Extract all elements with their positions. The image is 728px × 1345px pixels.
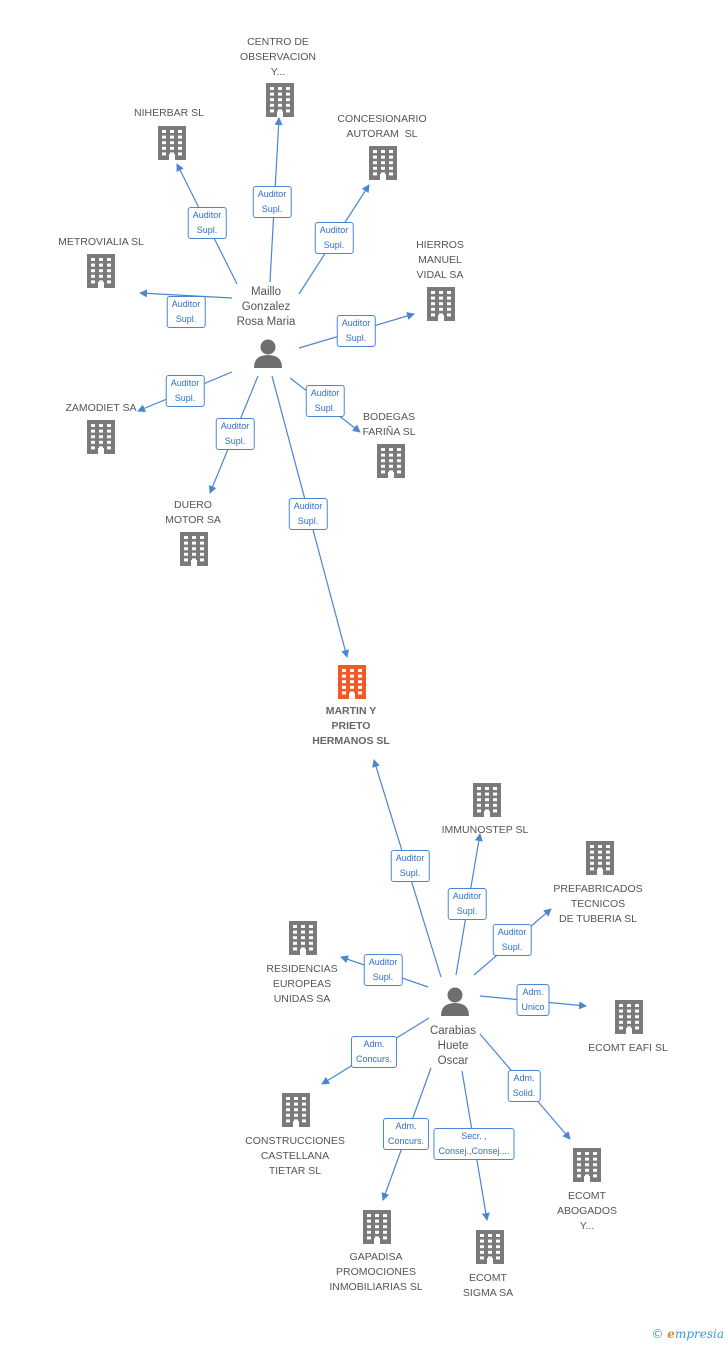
node-label-metrovialia[interactable]: METROVIALIA SL: [58, 236, 144, 248]
edge-label-carabias-ecomt_eafi[interactable]: Adm. Unico: [516, 984, 550, 1016]
edge-label-carabias-gapadisa[interactable]: Adm. Concurs.: [382, 1118, 430, 1150]
node-label-duero[interactable]: DUERO MOTOR SA: [165, 499, 221, 526]
building-icon-residencias[interactable]: [289, 921, 317, 955]
building-icon-construcciones[interactable]: [282, 1093, 310, 1127]
node-label-zamodiet[interactable]: ZAMODIET SA: [65, 402, 137, 414]
building-icon-prefabricados[interactable]: [586, 841, 614, 875]
edge-label-maillo-bodegas[interactable]: Auditor Supl.: [305, 385, 345, 417]
node-label-gapadisa[interactable]: GAPADISA PROMOCIONES INMOBILIARIAS SL: [329, 1251, 423, 1293]
edge-label-maillo-niherbar[interactable]: Auditor Supl.: [187, 207, 227, 239]
edge-label-maillo-metrovialia[interactable]: Auditor Supl.: [166, 296, 206, 328]
building-icon-ecomt_abogados[interactable]: [573, 1148, 601, 1182]
building-icon-martin[interactable]: [338, 665, 366, 699]
edge-label-carabias-martin[interactable]: Auditor Supl.: [390, 850, 430, 882]
node-label-ecomt_abogados[interactable]: ECOMT ABOGADOS Y...: [556, 1190, 618, 1232]
node-label-niherbar[interactable]: NIHERBAR SL: [133, 107, 205, 119]
node-label-carabias[interactable]: Carabias Huete Oscar: [429, 1025, 477, 1067]
building-icon-gapadisa[interactable]: [363, 1210, 391, 1244]
building-icon-hierros[interactable]: [427, 287, 455, 321]
building-icon-metrovialia[interactable]: [87, 254, 115, 288]
building-icon-centro[interactable]: [266, 83, 294, 117]
edge-label-maillo-zamodiet[interactable]: Auditor Supl.: [165, 375, 205, 407]
person-icon-carabias[interactable]: [441, 987, 469, 1017]
node-label-bodegas[interactable]: BODEGAS FARIÑA SL: [362, 411, 416, 438]
edge-label-carabias-residencias[interactable]: Auditor Supl.: [363, 954, 403, 986]
node-label-construcciones[interactable]: CONSTRUCCIONES CASTELLANA TIETAR SL: [245, 1135, 345, 1177]
node-label-residencias[interactable]: RESIDENCIAS EUROPEAS UNIDAS SA: [266, 963, 338, 1005]
node-label-concesionario[interactable]: CONCESIONARIO AUTORAM SL: [337, 113, 427, 140]
building-icon-ecomt_eafi[interactable]: [615, 1000, 643, 1034]
edge-label-maillo-martin[interactable]: Auditor Supl.: [288, 498, 328, 530]
edge-label-carabias-prefabricados[interactable]: Auditor Supl.: [492, 924, 532, 956]
node-label-centro[interactable]: CENTRO DE OBSERVACION Y...: [239, 36, 317, 78]
building-icon-concesionario[interactable]: [369, 146, 397, 180]
node-label-martin[interactable]: MARTIN Y PRIETO HERMANOS SL: [312, 705, 390, 747]
node-label-immunostep[interactable]: IMMUNOSTEP SL: [441, 824, 529, 836]
building-icon-ecomt_sigma[interactable]: [476, 1230, 504, 1264]
empresia-logo: © empresia: [651, 1327, 724, 1341]
node-label-ecomt_eafi[interactable]: ECOMT EAFI SL: [588, 1042, 668, 1054]
edge-label-carabias-ecomt_abogados[interactable]: Adm. Solid.: [507, 1070, 541, 1102]
building-icon-zamodiet[interactable]: [87, 420, 115, 454]
building-icon-bodegas[interactable]: [377, 444, 405, 478]
edge-label-maillo-duero[interactable]: Auditor Supl.: [215, 418, 255, 450]
person-icon-maillo[interactable]: [254, 339, 282, 369]
node-label-prefabricados[interactable]: PREFABRICADOS TECNICOS DE TUBERIA SL: [553, 883, 643, 925]
edge-maillo-metrovialia: [139, 289, 233, 299]
building-icon-niherbar[interactable]: [158, 126, 186, 160]
edge-label-carabias-immunostep[interactable]: Auditor Supl.: [447, 888, 487, 920]
edge-label-maillo-hierros[interactable]: Auditor Supl.: [336, 315, 376, 347]
node-label-ecomt_sigma[interactable]: ECOMT SIGMA SA: [462, 1272, 514, 1299]
edge-label-carabias-construcciones[interactable]: Adm. Concurs.: [350, 1036, 398, 1068]
building-icon-immunostep[interactable]: [473, 783, 501, 817]
node-label-maillo[interactable]: Maillo Gonzalez Rosa Maria: [236, 286, 296, 328]
edge-label-carabias-ecomt_sigma[interactable]: Secr. , Consej.,Consej....: [433, 1128, 515, 1160]
building-icon-duero[interactable]: [180, 532, 208, 566]
edge-label-maillo-concesionario[interactable]: Auditor Supl.: [314, 222, 354, 254]
node-label-hierros[interactable]: HIERROS MANUEL VIDAL SA: [416, 239, 464, 281]
edge-label-maillo-centro[interactable]: Auditor Supl.: [252, 186, 292, 218]
